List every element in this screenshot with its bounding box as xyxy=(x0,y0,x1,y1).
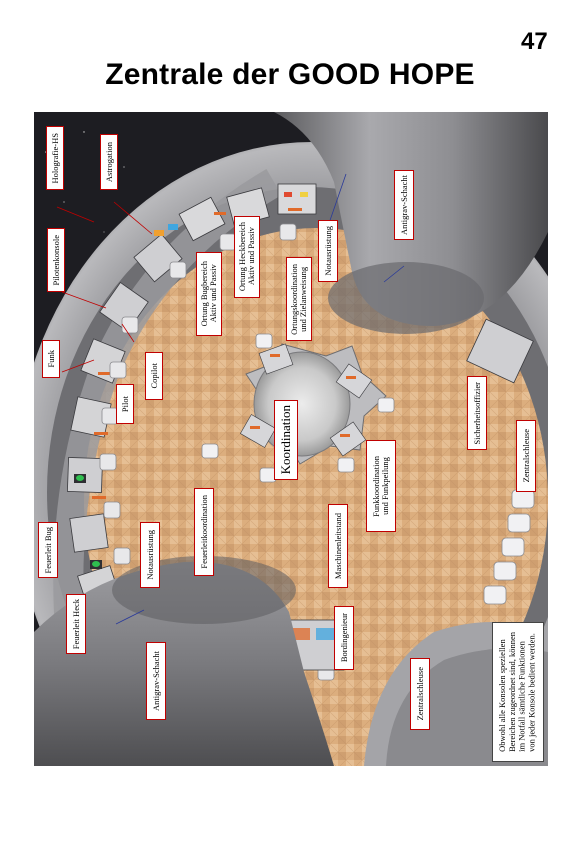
label-notausruestung-top: Notausrüstung xyxy=(318,220,338,282)
label-ortung-heck: Ortung Heckbereich Aktiv und Passiv xyxy=(234,216,260,298)
label-funk: Funk xyxy=(42,340,60,378)
label-pilot: Pilot xyxy=(116,384,134,424)
label-notausruestung-left: Notausrüstung xyxy=(140,522,160,588)
title-main: Zentrale der xyxy=(105,58,288,91)
label-feuerleitkoordination: Feuerleitkoordination xyxy=(194,488,214,576)
label-zentralschleuse-right: Zentralschleuse xyxy=(516,420,536,492)
label-funkkoordination: Funkkoordination und Funkpeilung xyxy=(366,440,396,532)
page-number: 47 xyxy=(521,28,548,55)
label-astrogation: Astrogation xyxy=(100,134,118,190)
label-zentralschleuse-bottom: Zentralschleuse xyxy=(410,658,430,730)
page-title: Zentrale der GOOD HOPE xyxy=(0,58,580,92)
label-holografie: Holografie-HS xyxy=(46,126,64,190)
title-ship-name: GOOD HOPE xyxy=(287,58,475,91)
label-sicherheitsoffizier: Sicherheitsoffizier xyxy=(467,376,487,450)
label-bordingenieur: Bordingenieur xyxy=(334,606,354,670)
label-ortungskoordination: Ortungskoordination und Zielanweisung xyxy=(286,257,312,341)
label-pilotenkonsole: Pilotenkonsole xyxy=(47,228,65,292)
label-maschinenleitstand: Maschinenleitstand xyxy=(328,504,348,588)
label-antigrav-schacht-bottom: Antigrav-Schacht xyxy=(146,642,166,720)
label-feuerleit-heck: Feuerleit Heck xyxy=(66,594,86,654)
label-copilot: Copilot xyxy=(145,352,163,400)
control-room-render: Holografie-HS Astrogation Antigrav-Schac… xyxy=(34,112,548,766)
label-feuerleit-bug: Feuerleit Bug xyxy=(38,522,58,578)
label-antigrav-schacht-top: Antigrav-Schacht xyxy=(394,170,414,240)
label-ortung-bug: Ortung Bugbereich Aktiv und Passiv xyxy=(196,252,222,336)
label-koordination: Koordination xyxy=(274,400,298,480)
info-note: Obwohl alle Konsolen speziellen Bereiche… xyxy=(492,622,544,762)
